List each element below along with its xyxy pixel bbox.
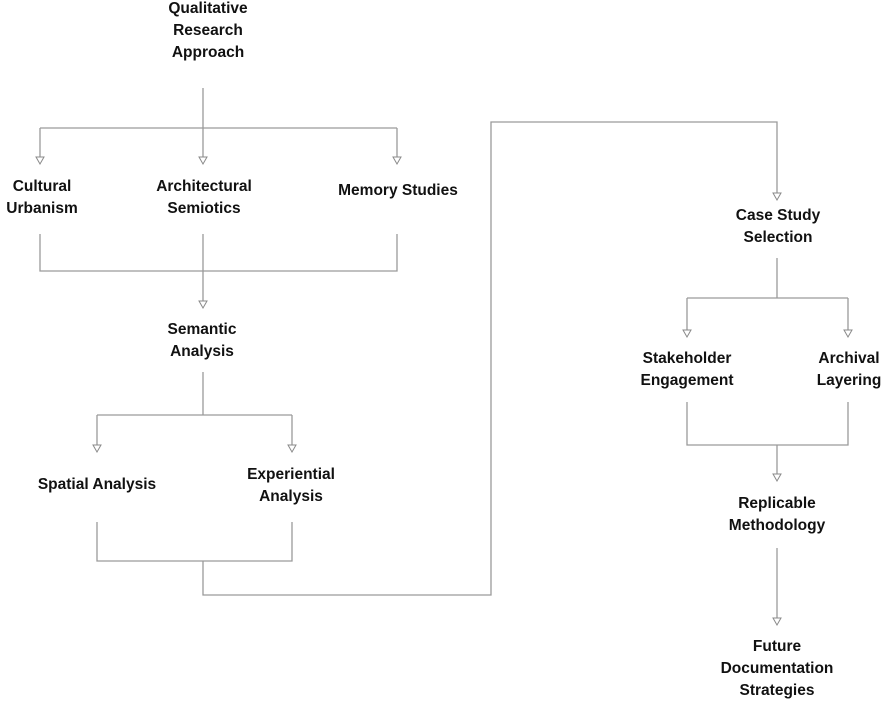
connector-case-study-to-branches <box>686 258 849 331</box>
connector-semantic-to-analyses <box>96 372 293 446</box>
node-cultural-urbanism: Cultural Urbanism <box>6 178 78 217</box>
connector-research-to-branches <box>39 88 398 158</box>
arrowhead-archival-layering <box>843 329 853 339</box>
node-architectural-semiotics: Architectural Semiotics <box>156 178 252 217</box>
connector-branches-to-replicable <box>686 402 849 475</box>
arrowhead-semantic-analysis <box>198 300 208 310</box>
arrowhead-future-documentation <box>772 617 782 627</box>
node-memory-studies: Memory Studies <box>338 182 458 199</box>
node-archival-layering: Archival Layering <box>816 350 882 389</box>
arrowhead-spatial-analysis <box>92 444 102 454</box>
arrowhead-architectural-semiotics <box>198 156 208 166</box>
node-semantic-analysis: Semantic Analysis <box>167 321 237 360</box>
arrowhead-cultural-urbanism <box>35 156 45 166</box>
connector-analyses-to-case-study <box>96 121 778 596</box>
node-spatial-analysis: Spatial Analysis <box>37 476 157 493</box>
arrowhead-stakeholder-engagement <box>682 329 692 339</box>
node-replicable-methodology: Replicable Methodology <box>728 495 826 534</box>
node-qualitative-research-approach: Qualitative Research Approach <box>168 0 248 61</box>
node-stakeholder-engagement: Stakeholder Engagement <box>640 350 734 389</box>
node-experiential-analysis: Experiential Analysis <box>247 466 335 505</box>
arrowhead-experiential-analysis <box>287 444 297 454</box>
node-case-study-selection: Case Study Selection <box>735 207 821 246</box>
arrowhead-memory-studies <box>392 156 402 166</box>
node-future-documentation-strategies: Future Documentation Strategies <box>720 638 834 699</box>
arrowhead-replicable-methodology <box>772 473 782 483</box>
connector-branches-to-semantic <box>39 234 398 302</box>
arrowhead-case-study-selection <box>772 192 782 202</box>
